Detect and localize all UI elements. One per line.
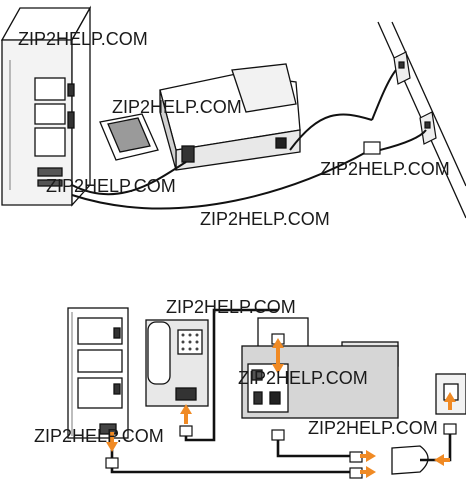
telephone-bottom [145, 319, 209, 407]
watermark-text: ZIP2HELP.COM [238, 368, 368, 388]
wall-jack-upper [393, 51, 411, 85]
watermark-text: ZIP2HELP.COM [166, 297, 296, 317]
top-connection-diagram [0, 5, 466, 219]
bottom-connection-diagram [67, 307, 466, 479]
scanner-tray [99, 113, 159, 161]
connection-arrows [106, 338, 456, 478]
watermark-text: ZIP2HELP.COM [46, 176, 176, 196]
watermark-text: ZIP2HELP.COM [112, 97, 242, 117]
cables-top [71, 69, 427, 210]
watermark-text: ZIP2HELP.COM [200, 209, 330, 229]
computer-tower-bottom [67, 307, 129, 439]
watermark-text: ZIP2HELP.COM [34, 426, 164, 446]
watermark-text: ZIP2HELP.COM [18, 29, 148, 49]
line-splitter-top [363, 141, 381, 155]
wall-jack-lower [419, 111, 437, 145]
computer-tower-top [0, 5, 92, 207]
printer-top [159, 63, 301, 171]
watermark-text: ZIP2HELP.COM [308, 418, 438, 438]
printer-rear-bottom [241, 317, 399, 419]
watermark-text: ZIP2HELP.COM [320, 159, 450, 179]
